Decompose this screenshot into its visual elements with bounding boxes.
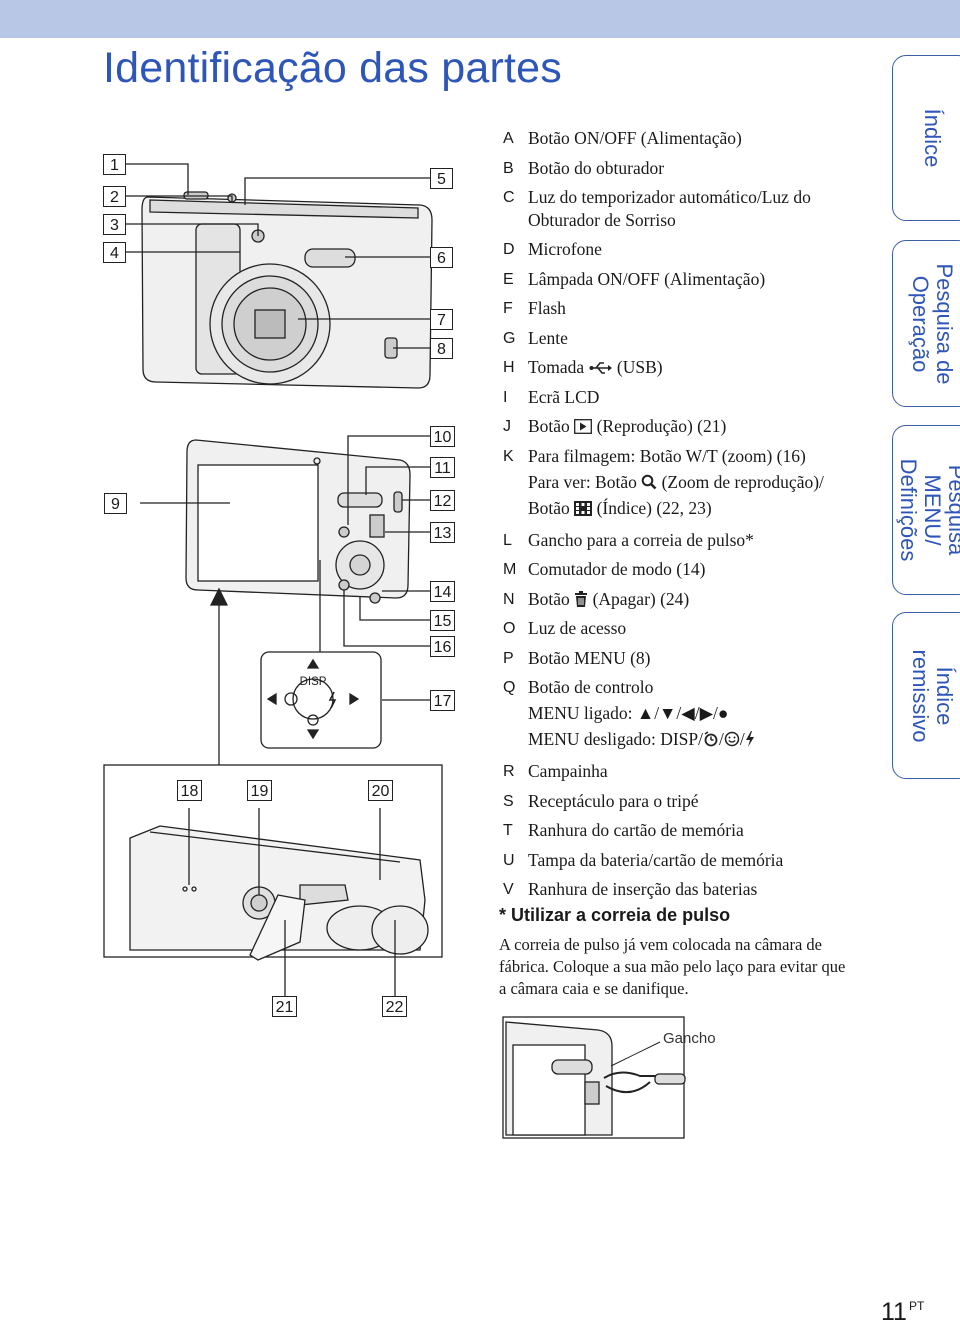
tab-indice-remissivo[interactable]: Índice remissivo: [892, 612, 960, 779]
camera-diagram: DISP Gancho: [103, 163, 716, 1139]
callout-18: 18: [177, 780, 202, 801]
callout-4: 4: [103, 242, 126, 263]
callout-15: 15: [430, 610, 455, 631]
tab-indice-label: Índice: [920, 108, 945, 168]
list-item: K Para filmagem: Botão W/T (zoom) (16) P…: [503, 445, 824, 518]
callout-12: 12: [430, 490, 455, 511]
playback-icon: [574, 419, 593, 434]
list-item: Q Botão de controlo MENU ligado: ▲/▼/◀/▶…: [503, 673, 878, 757]
self-timer-icon: [704, 731, 718, 747]
callout-11: 11: [430, 457, 455, 478]
smile-shutter-icon: [724, 731, 740, 747]
callout-10: 10: [430, 426, 455, 447]
tab-pesquisa-menu-label: Pesquisa MENU/ Definições: [896, 458, 960, 562]
note-text: A correia de pulso já vem colocada na câ…: [499, 935, 846, 998]
tab-pesquisa-menu[interactable]: Pesquisa MENU/ Definições: [892, 425, 960, 595]
disp-label: DISP: [300, 676, 327, 688]
usb-icon: [589, 362, 612, 374]
tab-pesquisa-operacao[interactable]: Pesquisa de Operação: [892, 240, 960, 407]
callout-9: 9: [104, 493, 127, 514]
callout-3: 3: [103, 214, 126, 235]
callout-20: 20: [368, 780, 393, 801]
callout-13: 13: [430, 522, 455, 543]
tab-pesquisa-operacao-label: Pesquisa de Operação: [908, 262, 957, 385]
page-title: Identificação das partes: [103, 44, 562, 92]
top-banner: [0, 0, 960, 38]
flash-icon: [745, 731, 754, 747]
callout-14: 14: [430, 581, 455, 602]
callout-17: 17: [430, 690, 455, 711]
note-title: * Utilizar a correia de pulso: [499, 905, 731, 925]
tab-indice[interactable]: Índice: [892, 55, 960, 221]
callout-19: 19: [247, 780, 272, 801]
callout-7: 7: [430, 309, 453, 330]
index-icon: [574, 500, 593, 516]
callout-21: 21: [272, 996, 297, 1017]
trash-icon: [575, 590, 588, 607]
callout-1: 1: [103, 154, 126, 175]
callout-2: 2: [103, 186, 126, 207]
callout-8: 8: [430, 338, 453, 359]
callout-5: 5: [430, 168, 453, 189]
callout-22: 22: [382, 996, 407, 1017]
tab-indice-remissivo-label: Índice remissivo: [908, 649, 957, 742]
hook-label: Gancho: [663, 1030, 716, 1047]
callout-16: 16: [430, 636, 455, 657]
callout-6: 6: [430, 247, 453, 268]
playback-zoom-icon: [641, 474, 657, 489]
